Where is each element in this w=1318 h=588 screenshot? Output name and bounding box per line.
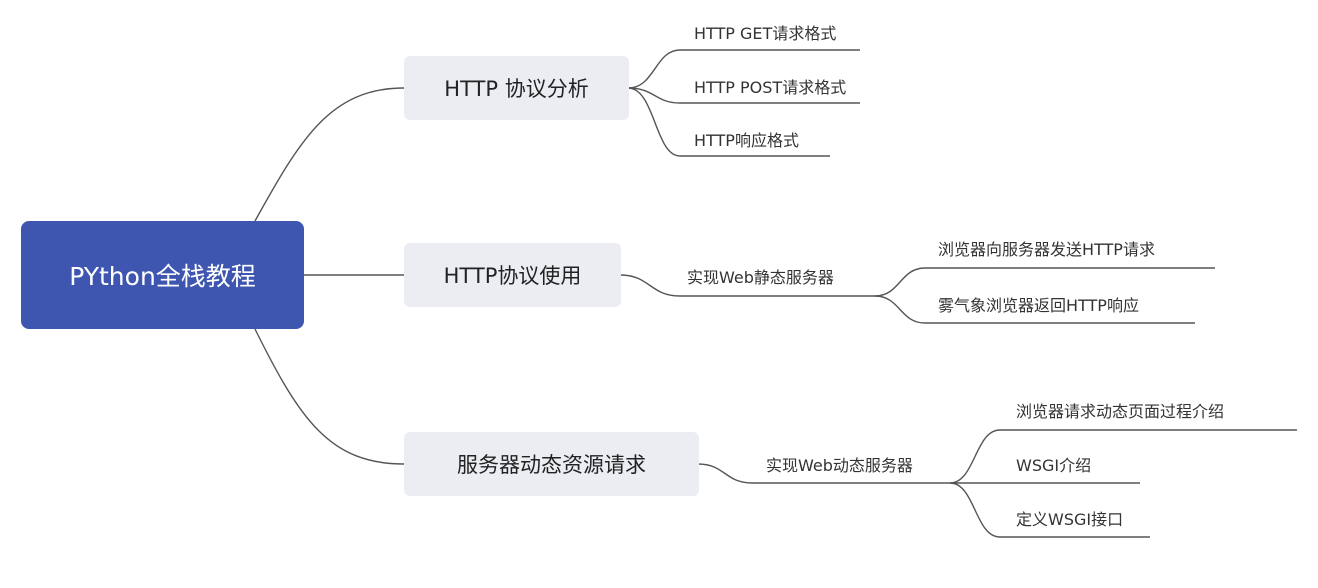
topic-node-http-analysis[interactable]: HTTP 协议分析 — [404, 56, 629, 120]
link-topic-1-leaf-3 — [627, 87, 830, 157]
link-topic-1-leaf-1 — [627, 49, 860, 89]
leaf-http-get-format[interactable]: HTTP GET请求格式 — [694, 24, 836, 44]
link-topic-2-sub — [619, 274, 875, 297]
sub-label: 实现Web静态服务器 — [687, 268, 834, 287]
link-sub-3-leaf-1 — [949, 429, 1297, 484]
root-label: PYthon全栈教程 — [69, 262, 256, 291]
link-sub-2-leaf-1 — [874, 267, 1215, 297]
leaf-label: 浏览器向服务器发送HTTP请求 — [938, 240, 1155, 259]
leaf-http-post-format[interactable]: HTTP POST请求格式 — [694, 78, 846, 98]
sub-label: 实现Web动态服务器 — [766, 456, 913, 475]
link-root-topic-3 — [254, 328, 405, 465]
leaf-label: 定义WSGI接口 — [1016, 510, 1124, 529]
topic-node-dynamic-resource[interactable]: 服务器动态资源请求 — [404, 432, 699, 496]
topic-label: HTTP协议使用 — [443, 264, 582, 288]
leaf-return-response[interactable]: 雾气象浏览器返回HTTP响应 — [938, 296, 1139, 316]
leaf-label: HTTP POST请求格式 — [694, 78, 847, 97]
leaf-wsgi-intro[interactable]: WSGI介绍 — [1016, 456, 1091, 476]
leaf-label: WSGI介绍 — [1016, 456, 1092, 475]
leaf-label: HTTP GET请求格式 — [694, 24, 837, 43]
topic-label: HTTP 协议分析 — [444, 77, 589, 101]
link-topic-1-leaf-2 — [627, 87, 860, 104]
sub-web-dynamic-server[interactable]: 实现Web动态服务器 — [766, 456, 913, 476]
root-node[interactable]: PYthon全栈教程 — [21, 221, 304, 329]
sub-web-static-server[interactable]: 实现Web静态服务器 — [687, 268, 834, 288]
link-sub-2-leaf-2 — [874, 295, 1195, 324]
leaf-label: HTTP响应格式 — [694, 131, 799, 150]
leaf-define-wsgi[interactable]: 定义WSGI接口 — [1016, 510, 1123, 530]
link-topic-3-sub — [697, 463, 950, 484]
leaf-browser-send-request[interactable]: 浏览器向服务器发送HTTP请求 — [938, 240, 1155, 260]
leaf-dynamic-page-process[interactable]: 浏览器请求动态页面过程介绍 — [1016, 402, 1224, 422]
topic-node-http-usage[interactable]: HTTP协议使用 — [404, 243, 621, 307]
link-sub-3-leaf-3 — [949, 482, 1150, 538]
leaf-http-response-format[interactable]: HTTP响应格式 — [694, 131, 799, 151]
topic-label: 服务器动态资源请求 — [457, 453, 646, 477]
leaf-label: 雾气象浏览器返回HTTP响应 — [938, 296, 1139, 315]
leaf-label: 浏览器请求动态页面过程介绍 — [1016, 402, 1225, 421]
link-root-topic-1 — [254, 87, 405, 222]
